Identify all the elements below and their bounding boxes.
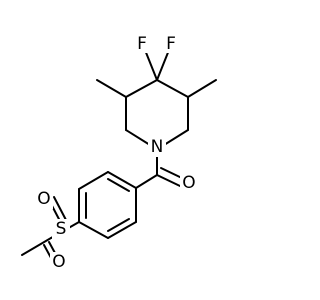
fluorine-atom-right: F: [166, 34, 176, 54]
n-label-bg: [148, 137, 166, 157]
sulfonyl-oxygen-top-atom: O: [37, 189, 50, 209]
o-top-label-bg: [35, 189, 53, 209]
f1-label-bg: [134, 35, 150, 53]
bond-carbonyl-aryl: [135, 174, 158, 189]
bond-s-methyl: [21, 237, 52, 256]
o-carbonyl-label-bg: [180, 173, 198, 193]
bond-ar-inner-3: [107, 218, 130, 232]
carbonyl-oxygen-atom: O: [182, 173, 195, 193]
molecule-structure: F F N O S O O: [21, 34, 217, 272]
bonds: [21, 49, 217, 268]
bond-ar-inner-1: [107, 178, 130, 192]
atom-labels: F F N O S O O: [35, 34, 198, 272]
bond-ar1-ar2: [107, 171, 137, 189]
bond-c4-f2: [156, 49, 170, 81]
bond-s-o-top-2: [53, 196, 67, 221]
s-label-bg: [52, 219, 70, 239]
nitrogen-atom: N: [151, 137, 164, 157]
bond-c2-n: [125, 129, 151, 146]
bond-c5-methyl: [187, 79, 217, 98]
bond-c3-methyl: [96, 79, 127, 98]
bond-c4-c5: [156, 79, 189, 98]
sulfonyl-oxygen-bottom-atom: O: [52, 252, 65, 272]
bond-ar2-ar3: [78, 171, 109, 190]
f2-label-bg: [163, 35, 179, 53]
bond-ar5-ar6: [107, 221, 137, 239]
fluorine-atom-left: F: [137, 34, 147, 54]
bond-ar4-ar5: [78, 221, 109, 239]
bond-c6-n: [163, 129, 189, 146]
o-bottom-label-bg: [50, 252, 68, 272]
bond-c4-c3: [125, 79, 158, 98]
sulfur-atom: S: [56, 219, 67, 239]
bond-carbonyl-o-1: [156, 174, 181, 187]
bond-c4-f1: [144, 49, 158, 81]
